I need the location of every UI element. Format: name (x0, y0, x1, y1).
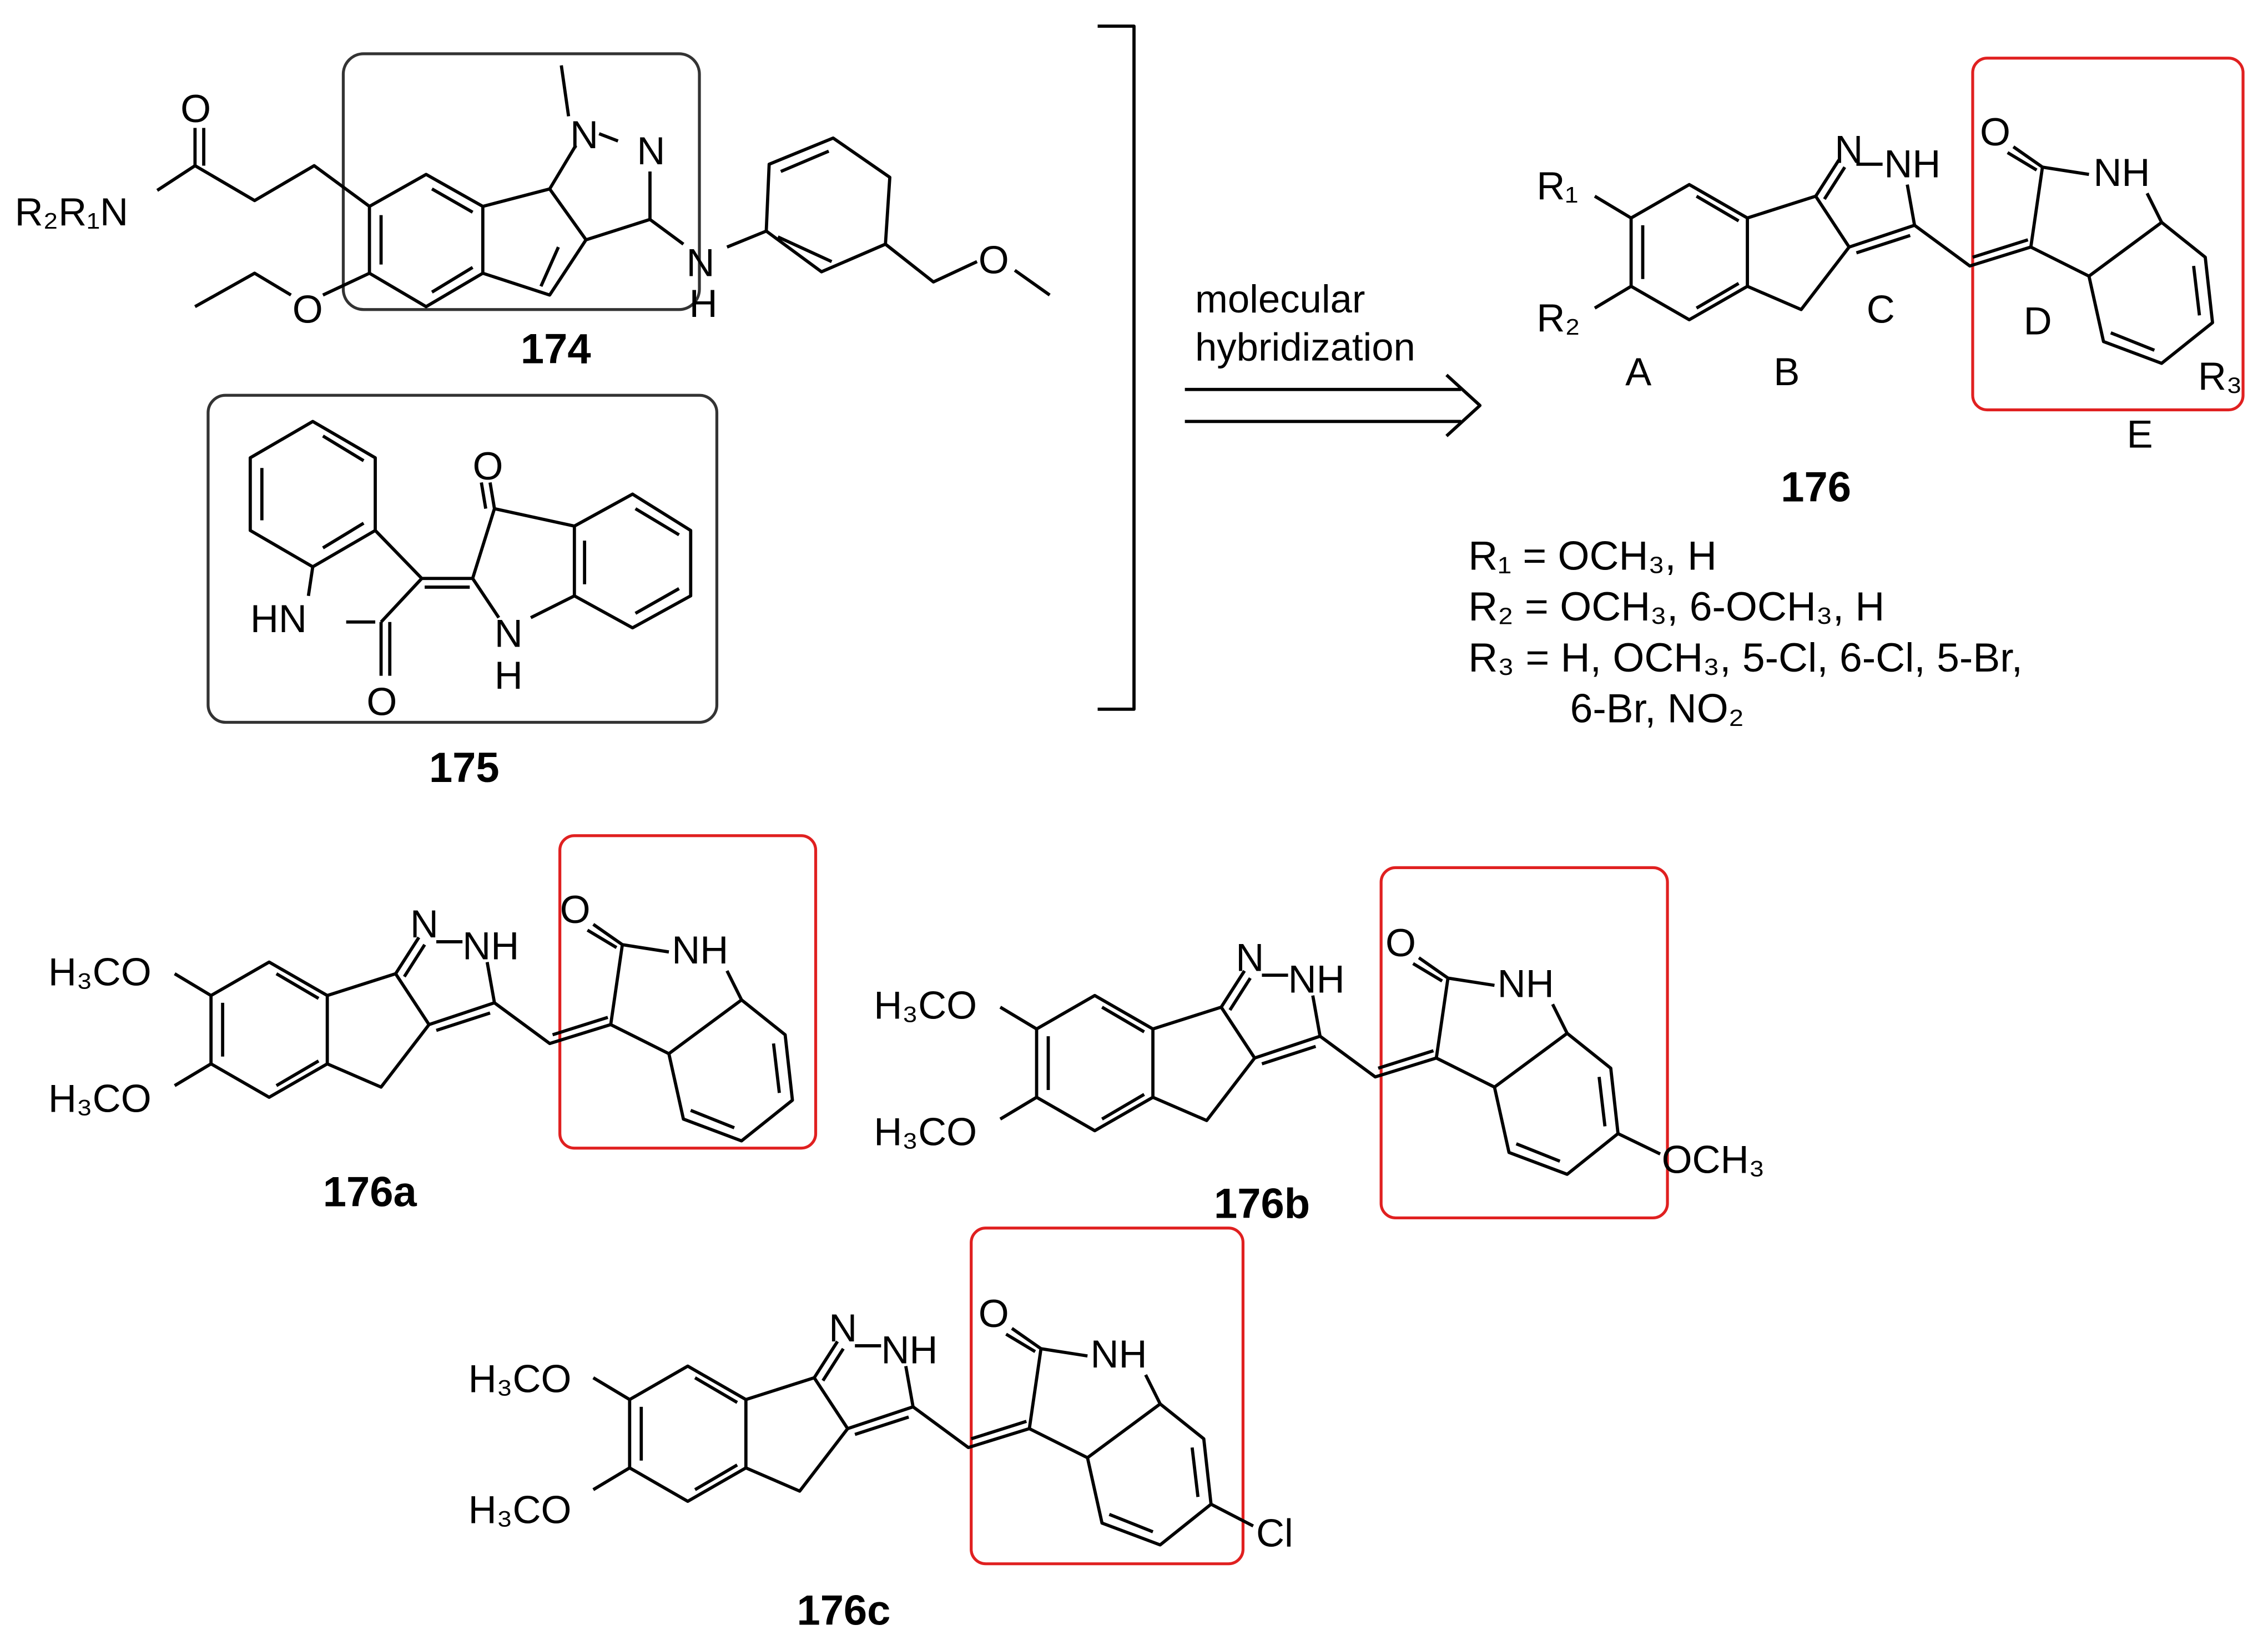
methoxy-label: H₃CO (468, 1357, 572, 1401)
bonds-174 (156, 65, 1051, 309)
atom-o: O (979, 1291, 1009, 1335)
ring-label-e: E (2127, 412, 2153, 456)
structure-box-174 (341, 52, 701, 311)
compound-176a: H₃CO H₃CO N NH O NH 176a (48, 834, 818, 1215)
compound-176b: H₃CO H₃CO N NH O NH OCH₃ 176b (874, 866, 1765, 1227)
right-bracket (1097, 24, 1136, 711)
atom-o: O (473, 444, 503, 488)
methoxy-label: H₃CO (874, 1110, 977, 1154)
substituent-label: Cl (1256, 1511, 1293, 1555)
atom-n: N (829, 1306, 857, 1350)
highlight-box-176c (970, 1227, 1245, 1566)
atom-n: N (495, 611, 523, 655)
double-arrow-icon (1185, 374, 1482, 437)
compound-label-175: 175 (429, 744, 500, 791)
atom-nh: NH (672, 928, 728, 972)
atom-o: O (366, 679, 397, 723)
ring-label-c: C (1867, 287, 1895, 331)
methoxy-label: H₃CO (468, 1487, 572, 1531)
bonds-175 (248, 420, 693, 676)
substituent-r3-cont: 6-Br, NO₂ (1570, 685, 1745, 731)
r3-label: R₃ (2198, 354, 2242, 398)
atom-o: O (979, 238, 1009, 281)
arrow-label-line2: hybridization (1195, 325, 1415, 369)
compound-176c: H₃CO H₃CO N NH O NH Cl 176c (468, 1227, 1293, 1634)
structure-box-175 (206, 393, 719, 724)
atom-n: N (570, 113, 598, 157)
atom-h: H (689, 281, 718, 325)
atom-n: N (637, 129, 665, 173)
ring-label-b: B (1773, 350, 1800, 393)
chloro-bond (1210, 1502, 1254, 1528)
methoxy-label: H₃CO (48, 1076, 152, 1120)
atom-n: N (686, 241, 714, 285)
atom-nh: NH (462, 924, 519, 967)
atom-nh: NH (881, 1328, 938, 1371)
substituent-r2: R₂ = OCH₃, 6-OCH₃, H (1468, 584, 1884, 629)
compound-label-176: 176 (1781, 463, 1851, 511)
compound-174: R₂R₁N O N N N H O O 174 (15, 52, 1051, 373)
atom-n: N (410, 902, 439, 946)
arrow-label-line1: molecular (1195, 277, 1365, 321)
compound-label-176c: 176c (797, 1587, 890, 1634)
substituent-label: OCH₃ (1662, 1137, 1765, 1181)
hybridization-arrow: molecular hybridization (1185, 277, 1482, 437)
methoxy-label: H₃CO (874, 983, 977, 1027)
amine-label: R₂R₁N (15, 190, 128, 234)
highlight-box-176a (558, 834, 818, 1150)
compound-176: R₁ R₂ N NH O NH R₃ A B C D E 176 R₁ = OC… (1468, 57, 2245, 731)
ring-label-d: D (2024, 299, 2052, 342)
highlight-box-176 (1971, 57, 2245, 412)
ring-label-a: A (1625, 350, 1652, 393)
substituent-r1: R₁ = OCH₃, H (1468, 533, 1717, 579)
atom-nh: NH (1288, 957, 1345, 1001)
atom-o: O (1385, 921, 1416, 965)
atom-n: N (1236, 935, 1264, 979)
methoxy-bond (1617, 1132, 1661, 1155)
atom-nh: NH (2093, 150, 2150, 194)
atom-o: O (560, 887, 591, 931)
highlight-box-176b (1379, 866, 1669, 1220)
compound-label-176a: 176a (323, 1168, 417, 1215)
atom-hn: HN (250, 597, 307, 640)
atom-nh: NH (1090, 1332, 1147, 1376)
compound-label-174: 174 (521, 326, 591, 373)
atom-o: O (180, 87, 211, 130)
r1-label: R₁ (1536, 164, 1578, 208)
compound-label-176b: 176b (1214, 1180, 1310, 1227)
atom-o: O (1980, 110, 2010, 154)
methoxy-label: H₃CO (48, 950, 152, 993)
substituent-r3: R₃ = H, OCH₃, 5-Cl, 6-Cl, 5-Br, (1468, 635, 2023, 680)
atom-n: N (1834, 127, 1863, 171)
compound-175: HN O O N H 175 (206, 393, 719, 791)
atom-o: O (293, 287, 323, 331)
atom-nh: NH (1884, 142, 1941, 185)
atom-h: H (495, 653, 523, 697)
r2-label: R₂ (1536, 296, 1580, 340)
atom-nh: NH (1498, 961, 1554, 1005)
